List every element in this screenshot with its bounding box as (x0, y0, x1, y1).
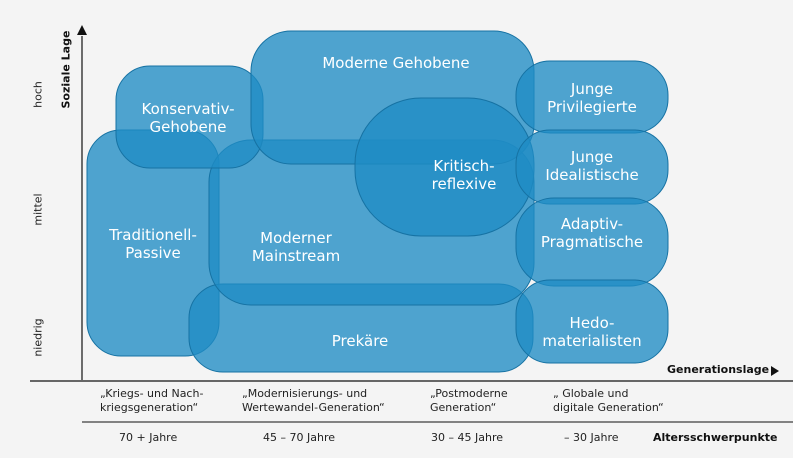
label-traditionell-passive-line1: Traditionell- (109, 226, 197, 244)
y-level-mittel: mittel (31, 193, 45, 226)
generation-digitale: „ Globale und digitale Generation“ (553, 387, 664, 415)
label-adaptiv-pragmatische: Adaptiv- Pragmatische (536, 215, 648, 251)
label-konservativ-gehobene-line2: Gehobene (149, 118, 227, 136)
label-hedo-materialisten-line1: Hedo- (569, 314, 615, 332)
generation-kriegs-line1: „Kriegs- und Nach- (100, 387, 204, 400)
x-axis-arrow (771, 366, 779, 376)
age-modernisierung: 45 – 70 Jahre (263, 431, 335, 444)
generation-postmoderne-line2: Generation“ (430, 401, 497, 414)
generation-postmoderne: „Postmoderne Generation“ (430, 387, 508, 415)
generation-modernisierung-line1: „Modernisierungs- und (242, 387, 368, 400)
label-adaptiv-pragmatische-line2: Pragmatische (540, 233, 644, 251)
y-level-hoch: hoch (31, 81, 45, 108)
label-traditionell-passive-line2: Passive (125, 244, 181, 262)
y-axis-title: Soziale Lage (59, 30, 73, 109)
generation-digitale-line2: digitale Generation“ (553, 401, 664, 414)
label-konservativ-gehobene-line1: Konservativ- (141, 100, 235, 118)
age-kriegs: 70 + Jahre (119, 431, 178, 444)
age-digitale: – 30 Jahre (564, 431, 619, 444)
label-prekaere-text: Prekäre (331, 332, 389, 350)
label-hedo-materialisten: Hedo- materialisten (536, 314, 648, 350)
generation-digitale-line1: „ Globale und (553, 387, 629, 400)
generation-kriegs: „Kriegs- und Nach- kriegsgeneration“ (100, 387, 203, 415)
label-kritisch-reflexive-line2: reflexive (431, 175, 497, 193)
blob-hedo-materialisten (515, 279, 669, 364)
y-level-niedrig: niedrig (31, 318, 45, 357)
label-hedo-materialisten-line2: materialisten (542, 332, 642, 350)
label-adaptiv-pragmatische-line1: Adaptiv- (560, 215, 624, 233)
label-junge-privilegierte: Junge Privilegierte (540, 80, 644, 116)
generation-modernisierung: „Modernisierungs- und Wertewandel-Genera… (242, 387, 385, 415)
label-moderner-mainstream: Moderner Mainstream (236, 229, 356, 265)
label-junge-idealistische: Junge Idealistische (540, 148, 644, 184)
x-axis-title: Generationslage (667, 363, 770, 376)
label-traditionell-passive: Traditionell- Passive (98, 226, 208, 262)
label-moderne-gehobene-text: Moderne Gehobene (322, 54, 470, 72)
label-kritisch-reflexive-line1: Kritisch- (433, 157, 495, 175)
age-axis-title: Altersschwerpunkte (653, 431, 778, 444)
label-moderne-gehobene: Moderne Gehobene (296, 54, 496, 72)
generation-postmoderne-line1: „Postmoderne (430, 387, 508, 400)
label-junge-privilegierte-line2: Privilegierte (547, 98, 637, 116)
y-axis-arrow (77, 25, 87, 35)
generation-kriegs-line2: kriegsgeneration“ (100, 401, 199, 414)
age-postmoderne: 30 – 45 Jahre (431, 431, 503, 444)
label-moderner-mainstream-line1: Moderner (260, 229, 332, 247)
label-junge-idealistische-line2: Idealistische (545, 166, 639, 184)
label-prekaere: Prekäre (300, 332, 420, 350)
label-moderner-mainstream-line2: Mainstream (251, 247, 341, 265)
generation-modernisierung-line2: Wertewandel-Generation“ (242, 401, 385, 414)
label-kritisch-reflexive: Kritisch- reflexive (414, 157, 514, 193)
label-junge-idealistische-line1: Junge (570, 148, 614, 166)
label-konservativ-gehobene: Konservativ- Gehobene (128, 100, 248, 136)
label-junge-privilegierte-line1: Junge (570, 80, 614, 98)
